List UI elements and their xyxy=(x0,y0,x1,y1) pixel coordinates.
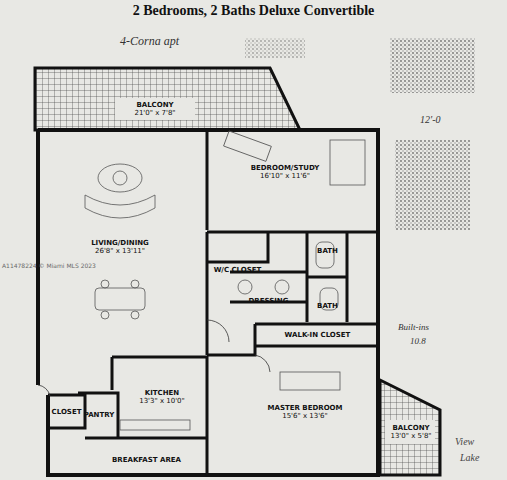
room-dimension: 13'0" x 5'8" xyxy=(390,432,431,440)
room-name: MASTER BEDROOM xyxy=(268,404,343,412)
room-name: CLOSET xyxy=(52,408,82,416)
room-name: BREAKFAST AREA xyxy=(112,456,181,464)
room-dimension: 21'0" x 7'8" xyxy=(134,109,175,117)
handwritten-note: 4-Corna apt xyxy=(120,34,179,49)
room-name: BEDROOM/STUDY xyxy=(251,164,320,172)
room-name: BATH xyxy=(317,302,338,310)
room-dimension: 16'10" x 11'6" xyxy=(260,172,310,180)
room-label: BREAKFAST AREA xyxy=(88,452,205,468)
handwritten-note: 10.8 xyxy=(410,336,426,346)
room-label: BEDROOM/STUDY16'10" x 11'6" xyxy=(230,158,340,186)
room-name: PANTRY xyxy=(84,411,115,419)
room-name: W/C CLOSET xyxy=(214,266,262,274)
handwritten-note: 12'-0 xyxy=(420,114,440,125)
room-label: PANTRY xyxy=(82,408,116,422)
room-dimension: 15'6" x 13'6" xyxy=(282,412,328,420)
room-name: DRESSING xyxy=(249,297,289,305)
room-name: BALCONY xyxy=(136,101,173,109)
plan-title: 2 Bedrooms, 2 Baths Deluxe Convertible xyxy=(0,3,507,19)
room-label: BALCONY13'0" x 5'8" xyxy=(384,420,438,444)
room-label: W/C CLOSET xyxy=(209,263,266,277)
room-label: MASTER BEDROOM15'6" x 13'6" xyxy=(250,398,360,426)
watermark: A11478224 © Miami MLS 2023 xyxy=(2,262,96,269)
room-label: BATH xyxy=(309,245,346,257)
room-name: WALK-IN CLOSET xyxy=(285,331,351,339)
room-label: BATH xyxy=(309,300,346,312)
room-label: DRESSING xyxy=(232,296,305,306)
room-name: KITCHEN xyxy=(145,389,179,397)
room-label: CLOSET xyxy=(49,405,84,419)
room-name: BATH xyxy=(317,247,338,255)
room-name: BALCONY xyxy=(392,424,429,432)
handwritten-note: Lake xyxy=(460,452,479,463)
room-name: LIVING/DINING xyxy=(91,239,149,247)
room-label: KITCHEN13'3" x 10'0" xyxy=(122,385,202,409)
handwritten-note: View xyxy=(455,436,474,447)
handwritten-note: Built-ins xyxy=(398,322,429,332)
room-label: LIVING/DINING26'8" x 13'11" xyxy=(60,232,180,262)
room-label: BALCONY21'0" x 7'8" xyxy=(115,97,195,121)
room-label: WALK-IN CLOSET xyxy=(260,328,375,343)
room-dimension: 13'3" x 10'0" xyxy=(139,397,185,405)
room-dimension: 26'8" x 13'11" xyxy=(95,247,145,255)
